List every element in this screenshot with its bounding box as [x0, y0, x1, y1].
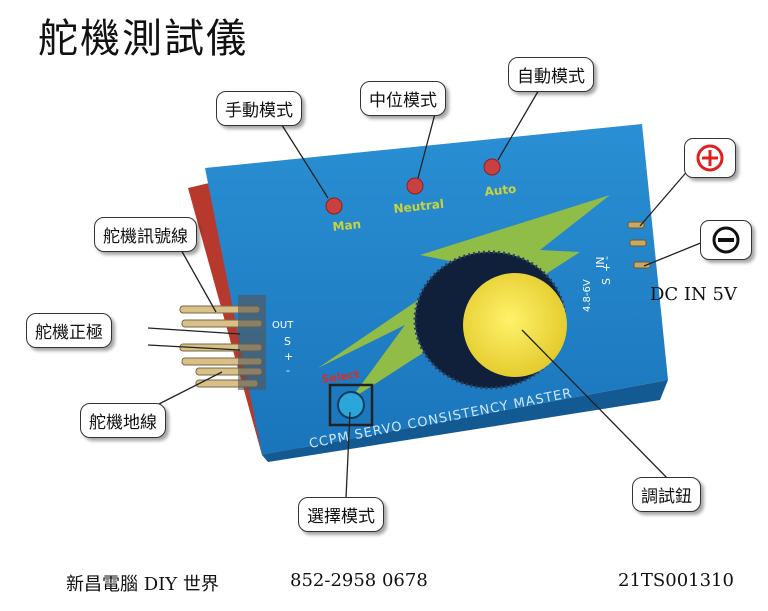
callout-select-mode: 選擇模式 — [298, 497, 384, 532]
footer-phone: 852-2958 0678 — [290, 570, 428, 591]
callout-adjust-knob: 調試鈕 — [632, 477, 701, 512]
callout-ground-wire: 舵機地線 — [80, 403, 166, 438]
footer-code: 21TS001310 — [618, 570, 734, 591]
pin-header — [238, 295, 266, 390]
out-minus: - — [286, 364, 290, 377]
knob-cap — [463, 273, 567, 377]
in-label: IN — [594, 257, 607, 268]
led-man — [325, 197, 343, 215]
negative-terminal-callout — [700, 220, 752, 260]
callout-signal-wire: 舵機訊號線 — [94, 217, 197, 252]
select-button-frame — [328, 383, 374, 427]
out-label: OUT — [272, 320, 294, 331]
in-s: S — [600, 278, 613, 285]
callout-positive-wire: 舵機正極 — [26, 313, 112, 348]
led-neutral-label: Neutral — [393, 197, 445, 216]
voltage-label: 4.8-6V — [582, 279, 593, 312]
led-neutral — [406, 177, 424, 195]
in-minus: - — [600, 256, 613, 260]
out-plus: + — [284, 350, 293, 363]
in-plus: + — [600, 263, 613, 272]
dc-in-label: DC IN 5V — [650, 284, 737, 305]
leader-lines — [147, 87, 709, 499]
input-pins — [627, 221, 651, 269]
device-front-face — [262, 380, 668, 462]
minus-circle-icon — [712, 226, 740, 254]
callout-neutral-mode: 中位模式 — [360, 81, 446, 116]
plus-circle-icon — [696, 144, 724, 172]
led-auto-label: Auto — [484, 182, 517, 199]
led-auto — [483, 158, 501, 176]
positive-terminal-callout — [684, 138, 736, 178]
callout-auto-mode: 自動模式 — [508, 57, 594, 92]
out-s: S — [284, 335, 291, 348]
callout-manual-mode: 手動模式 — [216, 91, 302, 126]
footer-shop: 新昌電腦 DIY 世界 — [66, 574, 219, 595]
page-title: 舵機測試儀 — [38, 16, 248, 62]
led-man-label: Man — [332, 217, 362, 234]
select-button — [337, 391, 365, 419]
select-label: Select — [321, 368, 361, 386]
